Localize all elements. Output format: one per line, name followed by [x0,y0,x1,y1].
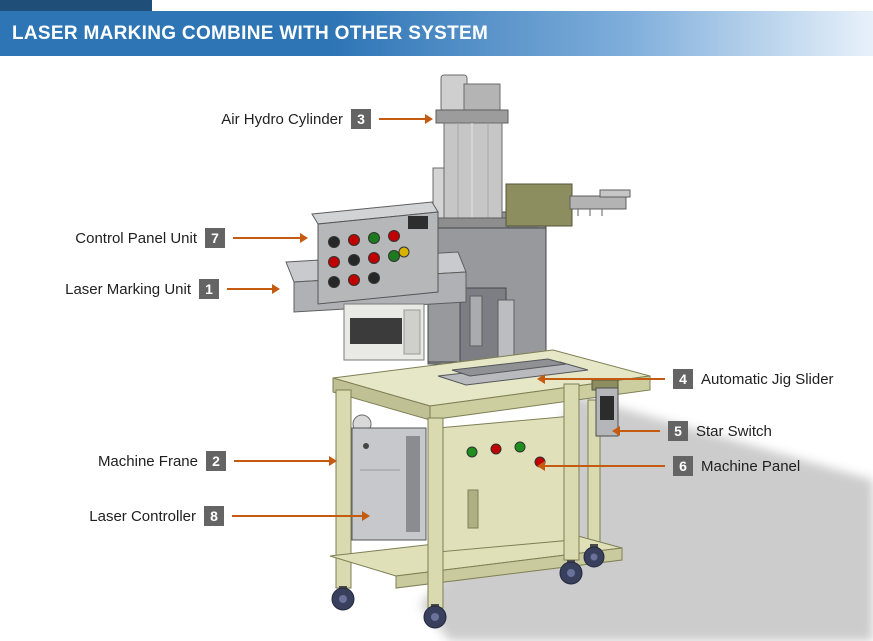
callout-laser-controller: Laser Controller 8 [89,505,370,527]
automatic-jig-slider-part [437,358,589,386]
star-switch-part [591,379,619,437]
callout-label: Laser Marking Unit [65,280,191,298]
callout-number-badge: 6 [673,456,693,476]
callout-laser-marking-unit: Laser Marking Unit 1 [65,278,280,300]
callout-number-badge: 3 [351,109,371,129]
ground-shadow [420,395,873,641]
callout-arrow [612,426,660,436]
callout-number-badge: 1 [199,279,219,299]
callout-label: Control Panel Unit [75,229,197,247]
frame-leg-front [427,417,444,609]
page-title: LASER MARKING COMBINE WITH OTHER SYSTEM [12,22,489,44]
callout-label: Laser Controller [89,507,196,525]
callout-star-switch: 5 Star Switch [612,420,772,442]
callout-automatic-jig-slider: 4 Automatic Jig Slider [537,368,834,390]
callout-machine-frame: Machine Frane 2 [97,450,337,472]
laser-head-box [343,303,425,361]
callout-number-badge: 7 [205,228,225,248]
callout-number-badge: 4 [673,369,693,389]
callout-air-hydro-cylinder: Air Hydro Cylinder 3 [221,108,433,130]
callout-label: Machine Panel [701,457,801,475]
press-head [427,227,547,363]
air-hydro-cylinder-part [432,74,509,235]
laser-controller-part [351,414,427,541]
callout-arrow [234,456,337,466]
machine-panel-part [437,415,573,553]
callout-number-badge: 5 [668,421,688,441]
callout-arrow [227,284,280,294]
callout-label: Automatic Jig Slider [701,370,834,388]
callout-arrow [537,374,665,384]
callout-machine-panel: 6 Machine Panel [537,455,801,477]
callout-arrow [232,511,370,521]
callout-control-panel-unit: Control Panel Unit 7 [75,227,308,249]
callout-number-badge: 2 [206,451,226,471]
callout-label: Star Switch [696,422,772,440]
callout-label: Air Hydro Cylinder [221,110,343,128]
callout-number-badge: 8 [204,506,224,526]
control-panel-unit-part [311,201,439,305]
side-module-arm [505,183,631,227]
header-accent-bar [0,0,152,11]
callout-label: Machine Frane [97,452,198,470]
callout-arrow [233,233,308,243]
callout-arrow [379,114,433,124]
casters [331,544,605,629]
title-band: LASER MARKING COMBINE WITH OTHER SYSTEM [0,11,873,56]
callout-arrow [537,461,665,471]
